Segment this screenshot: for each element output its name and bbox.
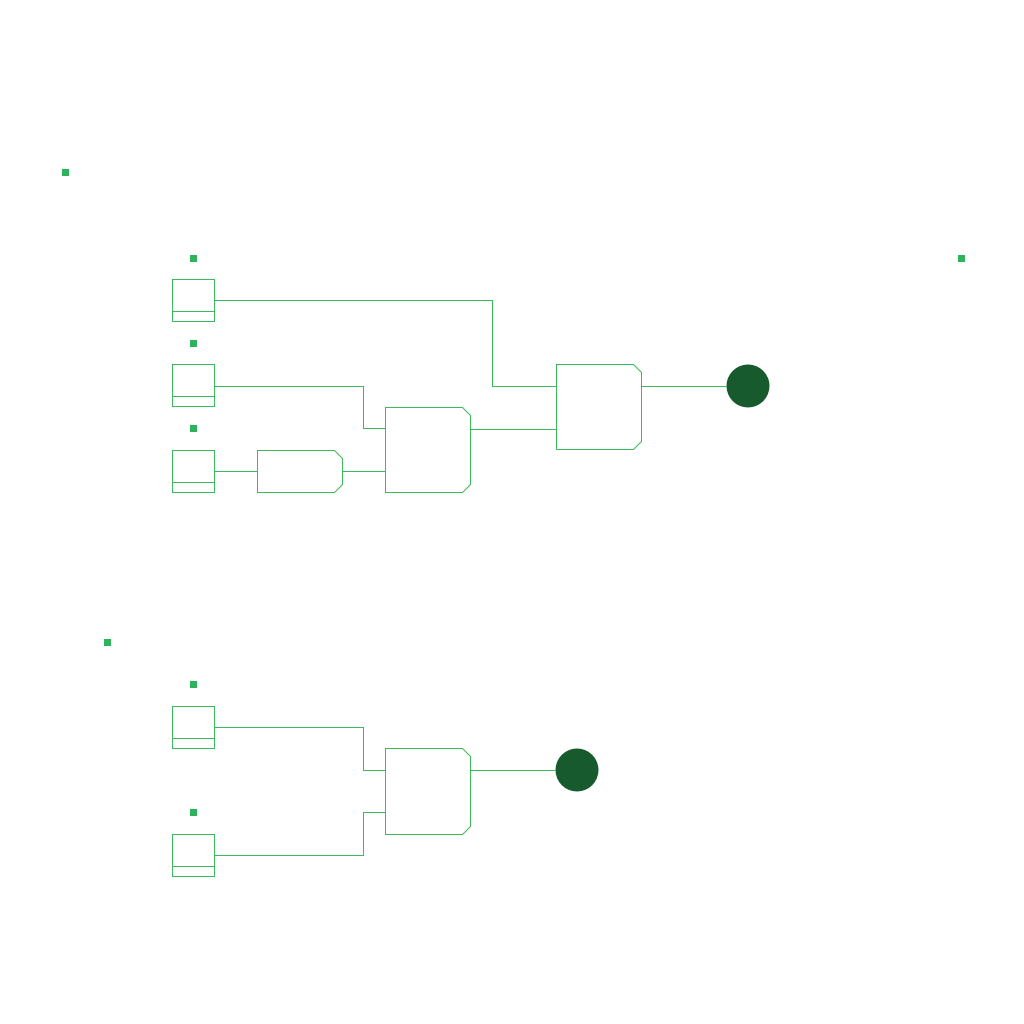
- input-b-marker: [190, 809, 197, 816]
- input-a-box[interactable]: [172, 706, 215, 749]
- input-b-marker: [190, 340, 197, 347]
- wire-input-a-to-gate-1: [214, 727, 386, 771]
- wire-input-a-to-gate-2: [214, 300, 557, 387]
- input-b-box[interactable]: [172, 364, 215, 407]
- circuit-1-output-lamp: [726, 364, 770, 408]
- input-b-box[interactable]: [172, 834, 215, 877]
- circuit-2-gate-1[interactable]: [385, 748, 471, 835]
- circuit-2-input-a[interactable]: [172, 681, 215, 749]
- circuit-1-input-a[interactable]: [172, 255, 215, 322]
- wire-input-b-to-gate-1: [214, 812, 386, 856]
- circuit-2: [104, 639, 599, 877]
- circuit-1: [172, 255, 770, 493]
- wire-input-b-to-gate-1: [214, 386, 386, 429]
- input-a-marker: [190, 255, 197, 262]
- input-a-box[interactable]: [172, 279, 215, 322]
- circuit-1-input-b[interactable]: [172, 340, 215, 407]
- input-a-marker: [190, 681, 197, 688]
- diagram-marker: [958, 255, 965, 262]
- diagram-marker: [62, 169, 69, 176]
- circuit-1-unary-gate[interactable]: [257, 450, 343, 493]
- input-c-box[interactable]: [172, 450, 215, 493]
- circuit-1-input-c[interactable]: [172, 425, 215, 493]
- input-c-marker: [190, 425, 197, 432]
- circuit-1-gate-2[interactable]: [556, 364, 642, 450]
- circuit-2-input-b[interactable]: [172, 809, 215, 877]
- circuit-2-marker: [104, 639, 111, 646]
- circuit-1-gate-1[interactable]: [385, 407, 471, 493]
- circuit-2-output-lamp: [555, 748, 599, 792]
